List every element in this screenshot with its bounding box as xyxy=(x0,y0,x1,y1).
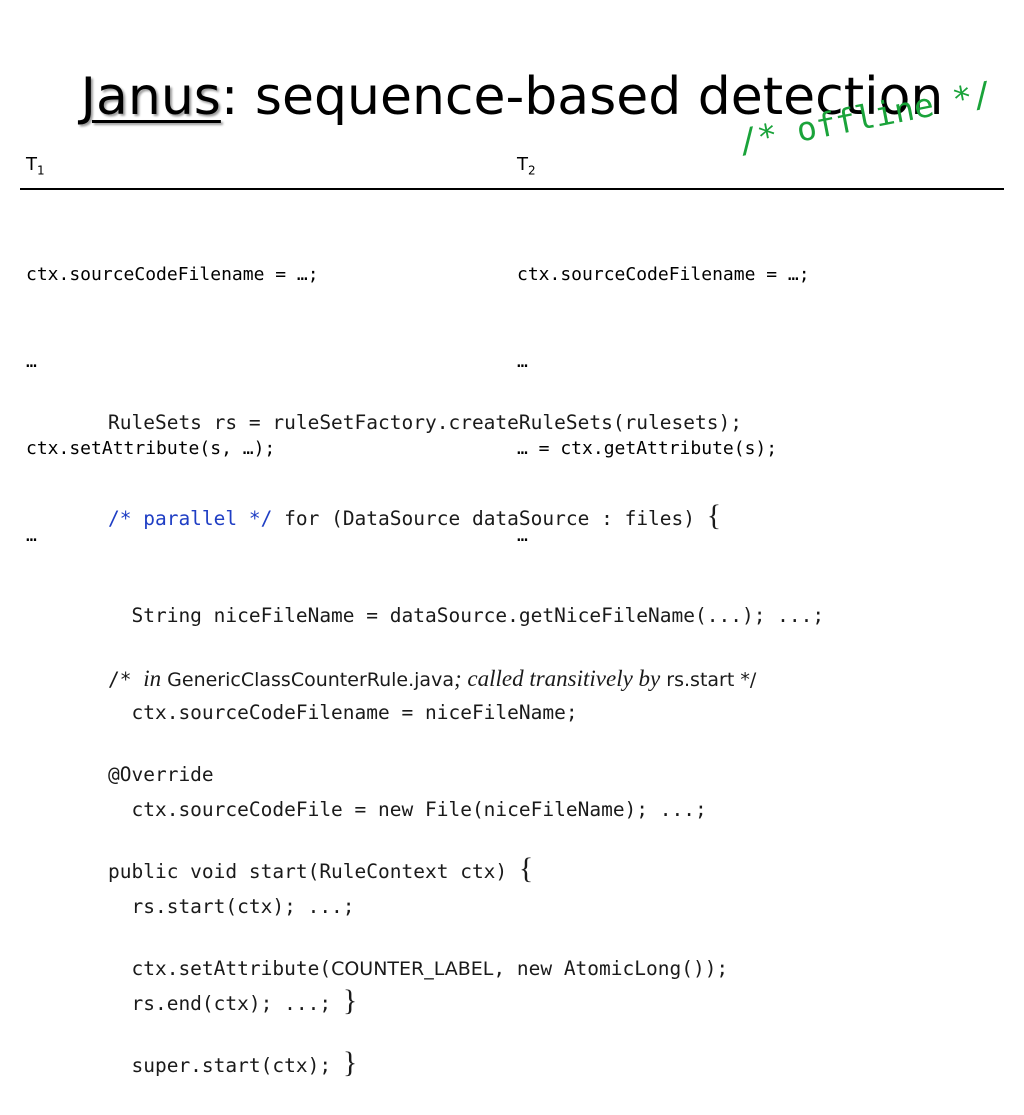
title-janus-link[interactable]: Janus xyxy=(80,67,221,127)
code-comment-line: /* in GenericClassCounterRule.java; call… xyxy=(108,665,757,691)
title-text: : sequence-based detection xyxy=(220,67,944,127)
thread-t1-code: ctx.sourceCodeFilename = …; … ctx.setAtt… xyxy=(26,202,319,608)
code-block-rule: /* in GenericClassCounterRule.java; call… xyxy=(108,598,756,1115)
table-row: ctx.sourceCodeFilename = …; xyxy=(26,264,319,285)
code-line: ctx.sourceCodeFilename = niceFileName; xyxy=(108,701,578,725)
code-line: RuleSets rs = ruleSetFactory.createRuleS… xyxy=(108,410,742,434)
table-row: … = ctx.getAttribute(s); xyxy=(517,438,778,459)
table-row: … xyxy=(517,351,528,372)
table-row: ctx.setAttribute(s, …); xyxy=(26,438,276,459)
code-line: public void start(RuleContext ctx) { xyxy=(108,852,534,886)
table-row: … xyxy=(26,525,37,546)
table-row: … xyxy=(26,351,37,372)
parallel-comment: /* parallel */ xyxy=(108,507,273,531)
table-row: ctx.sourceCodeFilename = …; xyxy=(517,264,810,285)
table-divider xyxy=(20,188,1004,190)
close-brace: } xyxy=(342,1046,358,1080)
thread-header-t1: T1 xyxy=(26,154,45,178)
code-line: @Override xyxy=(108,763,214,787)
code-line: ctx.setAttribute(COUNTER_LABEL, new Atom… xyxy=(108,957,729,981)
open-brace: { xyxy=(706,499,722,533)
open-brace: { xyxy=(518,852,534,886)
thread-header-t2: T2 xyxy=(517,154,536,178)
table-row: … xyxy=(517,525,528,546)
slide-title: Janus: sequence-based detection xyxy=(0,62,1024,132)
code-line: super.start(ctx); } xyxy=(108,1046,358,1080)
code-line: String niceFileName = dataSource.getNice… xyxy=(108,604,825,628)
counter-label: COUNTER_LABEL xyxy=(331,958,494,981)
code-line: /* parallel */ for (DataSource dataSourc… xyxy=(108,499,722,533)
thread-t2-code: ctx.sourceCodeFilename = …; … … = ctx.ge… xyxy=(517,202,810,608)
